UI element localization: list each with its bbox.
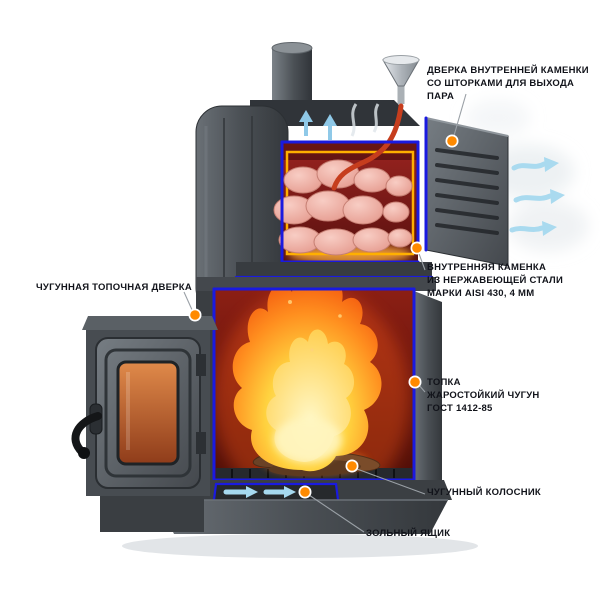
label-furnace-door: ЧУГУННАЯ ТОПОЧНАЯ ДВЕРКА [36, 282, 192, 293]
furnace-door-unit [71, 316, 218, 532]
steam-arrows [509, 157, 565, 236]
leader-line-ash-box [308, 494, 365, 533]
top-unit-bottom-plate [236, 262, 432, 277]
steam-wisps [350, 103, 380, 137]
leader-line-inner-kamenka [417, 250, 426, 271]
door-hinge [196, 354, 206, 376]
door-handle [71, 412, 102, 456]
label-firebox: ТОПКА ЖАРОСТОЙКИЙ ЧУГУН ГОСТ 1412-85 [427, 377, 540, 415]
marker-dot-furnace-door [188, 308, 202, 322]
marker-dot-firebox [408, 375, 422, 389]
firebox-right-wall [414, 291, 442, 492]
up-arrow-icon [299, 110, 337, 140]
marker-dot-grate [345, 459, 359, 473]
stone-chamber [273, 103, 418, 264]
door-pedestal [100, 492, 204, 532]
leader-line-grate [356, 468, 426, 495]
leader-line-furnace-door [183, 291, 194, 313]
floor-shadow [122, 534, 478, 558]
door-hinge [196, 432, 206, 454]
steam-funnel-icon [382, 55, 420, 104]
label-inner-kamenka: ВНУТРЕННЯЯ КАМЕНКА ИЗ НЕРЖАВЕЮЩЕЙ СТАЛИ … [427, 262, 564, 300]
marker-dots [188, 134, 459, 499]
airflow-arrows [223, 486, 296, 498]
leader-lines [183, 93, 467, 533]
marker-dot-steam-door [445, 134, 459, 148]
stones [273, 159, 413, 256]
plinth [158, 500, 448, 534]
leader-line-steam-door [452, 93, 467, 140]
vent-louvers [435, 148, 499, 235]
firebox-interior [214, 288, 414, 480]
label-ash-box: ЗОЛЬНЫЙ ЯЩИК [366, 528, 451, 539]
flames [232, 289, 382, 472]
steam-vent-panel [424, 116, 509, 267]
label-grate: ЧУГУННЫЙ КОЛОСНИК [427, 487, 541, 498]
door-top-plate [82, 316, 218, 330]
marker-dot-ash-box [298, 485, 312, 499]
label-steam-door: ДВЕРКА ВНУТРЕННЕЙ КАМЕНКИ СО ШТОРКАМИ ДЛ… [427, 65, 589, 103]
steam-pipe [331, 103, 404, 191]
marker-dot-inner-kamenka [410, 241, 424, 255]
door-window [116, 360, 180, 466]
